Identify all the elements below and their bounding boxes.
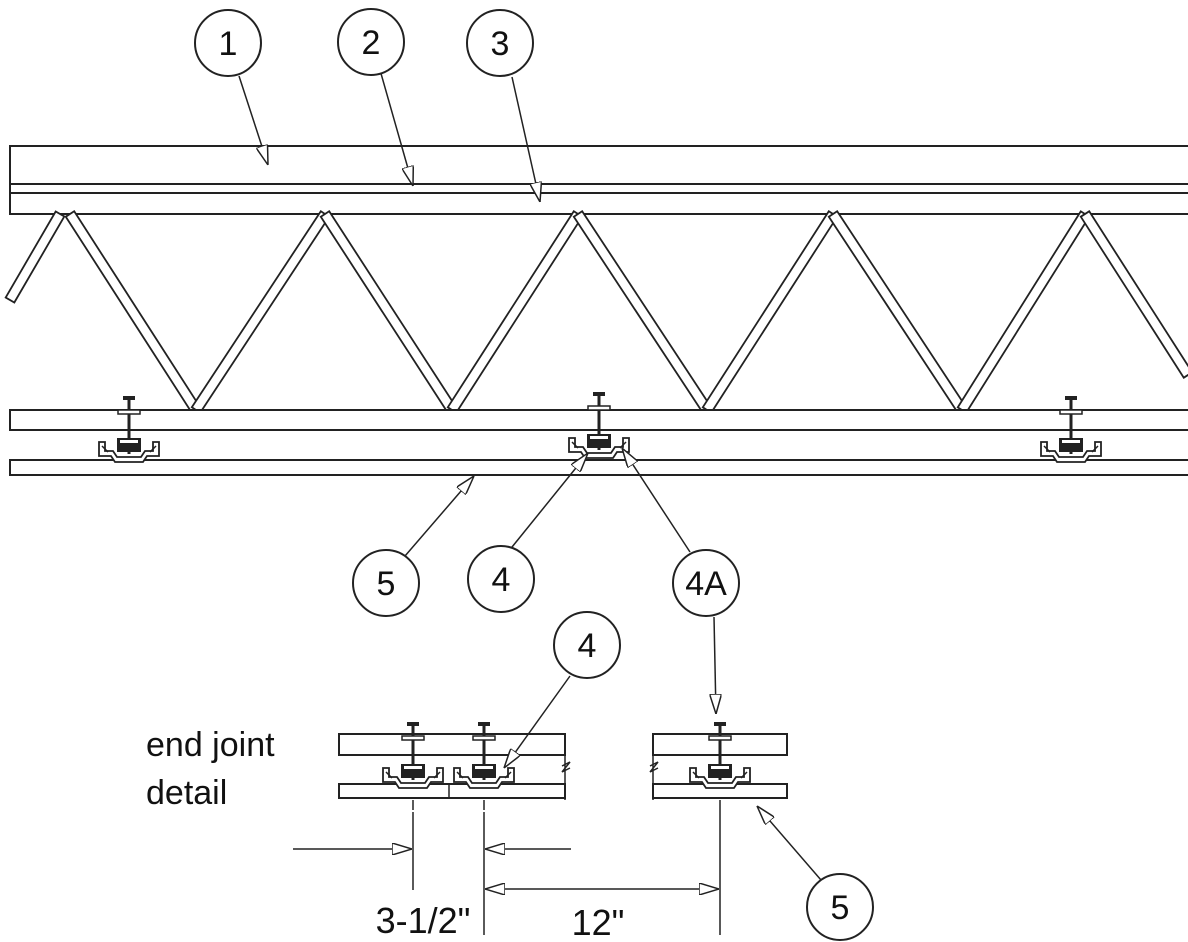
web-member bbox=[446, 210, 584, 414]
detail-callout-5-label: 5 bbox=[831, 889, 850, 927]
web-member bbox=[572, 210, 713, 414]
callout-4a: 4A bbox=[672, 549, 740, 617]
callout-3: 3 bbox=[466, 9, 534, 77]
web-member bbox=[827, 210, 968, 414]
callout-4a-detail-leader bbox=[714, 616, 716, 714]
callout-4: 4 bbox=[467, 545, 535, 613]
web-member bbox=[4, 210, 66, 304]
web-member bbox=[701, 210, 839, 414]
dimension-spacing-label: 12" bbox=[572, 902, 625, 942]
web-member bbox=[956, 210, 1091, 414]
end-joint-detail bbox=[338, 720, 788, 810]
callout-5-label: 5 bbox=[377, 565, 396, 603]
joist-webs bbox=[4, 210, 1188, 414]
callout-2: 2 bbox=[337, 8, 405, 76]
dimension-lines bbox=[293, 800, 721, 935]
bottom-leaders bbox=[404, 448, 691, 557]
detail-label-line1: end joint bbox=[146, 726, 275, 764]
web-member bbox=[190, 210, 331, 414]
web-member bbox=[319, 210, 458, 414]
callout-1-label: 1 bbox=[219, 25, 238, 63]
callout-4-label: 4 bbox=[492, 561, 511, 599]
callout-4a-label: 4A bbox=[685, 565, 727, 603]
callout-1: 1 bbox=[194, 9, 262, 77]
detail-label-line2: detail bbox=[146, 774, 227, 812]
detail-callout-5: 5 bbox=[757, 806, 874, 941]
callout-5: 5 bbox=[352, 549, 420, 617]
web-member bbox=[64, 210, 202, 414]
top-leaders bbox=[238, 69, 540, 202]
ceiling-panel bbox=[9, 459, 1188, 476]
callout-2-label: 2 bbox=[362, 24, 381, 62]
web-member bbox=[1079, 210, 1188, 379]
detail-callout-4: 4 bbox=[504, 611, 621, 768]
detail-callout-4-label: 4 bbox=[578, 627, 597, 665]
dimension-offset-label: 3-1/2" bbox=[376, 900, 471, 941]
top-chord bbox=[9, 145, 1188, 215]
callout-3-label: 3 bbox=[491, 25, 510, 63]
